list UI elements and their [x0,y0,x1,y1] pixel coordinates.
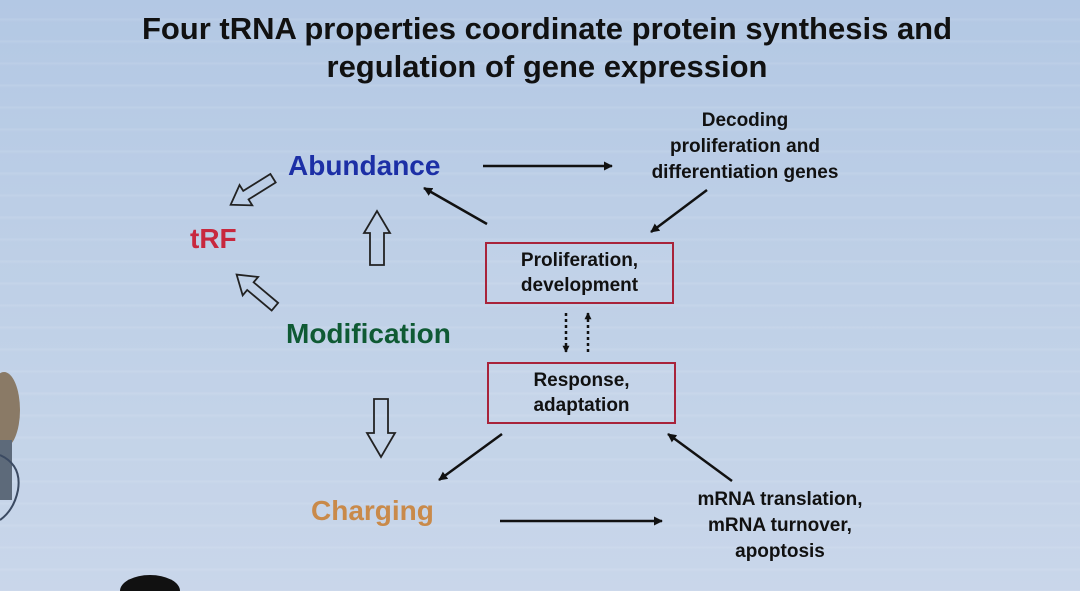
decoding-line-1: Decoding [701,110,789,131]
audience-head [120,575,180,591]
hollow-arrow-modification-to-trf [235,273,280,312]
presenter-silhouette [0,372,20,521]
proliferation-line-1: Proliferation, [520,250,639,271]
mrna-line-1: mRNA translation, [697,489,863,510]
slide-title: Four tRNA properties coordinate protein … [0,10,1080,86]
box-response: Response, adaptation [487,362,676,424]
box-proliferation: Proliferation, development [485,242,674,304]
title-line-2: regulation of gene expression [326,49,768,84]
node-decoding: Decoding proliferation and differentiati… [620,108,870,186]
arrow-response-to-charging [438,432,503,482]
decoding-line-2: proliferation and [670,136,820,157]
response-line-1: Response, [533,370,630,391]
node-trf: tRF [190,223,237,254]
response-line-2: adaptation [533,395,630,416]
hollow-arrow-modification-to-charging [365,398,397,459]
mrna-line-3: apoptosis [735,541,825,562]
arrow-decoding-to-proliferation [650,189,708,233]
node-mrna: mRNA translation, mRNA turnover, apoptos… [660,487,900,565]
proliferation-line-2: development [520,275,639,296]
node-modification: Modification [286,318,451,349]
node-abundance: Abundance [288,150,441,181]
node-charging: Charging [311,495,434,526]
arrow-mrna-to-response [667,432,733,483]
arrow-proliferation-to-abundance [423,186,488,226]
decoding-line-3: differentiation genes [651,162,839,183]
mrna-line-2: mRNA turnover, [708,515,852,536]
hollow-arrow-abundance-to-trf [229,172,277,207]
title-line-1: Four tRNA properties coordinate protein … [141,11,953,46]
hollow-arrow-modification-to-abundance [362,209,392,266]
